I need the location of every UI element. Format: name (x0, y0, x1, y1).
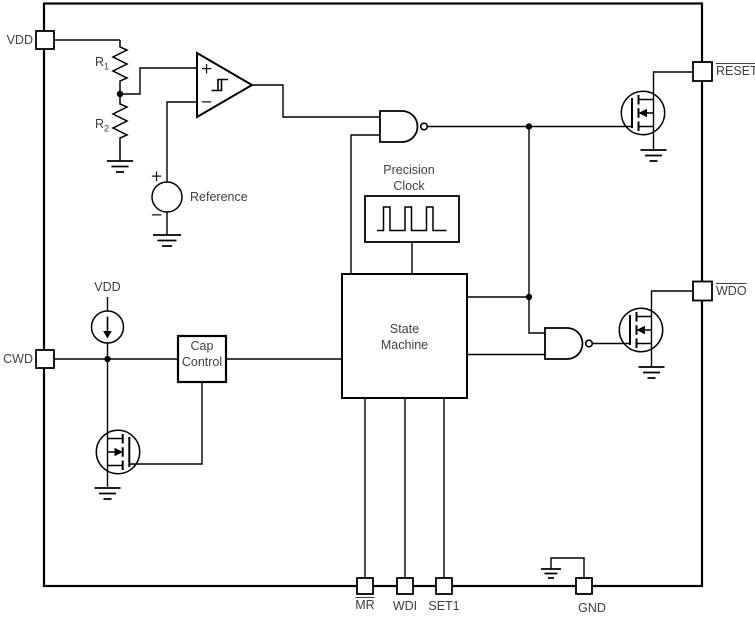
precision-clock-block (364, 195, 460, 243)
resistor-r2 (111, 94, 129, 161)
wire-branch-to-nand2 (528, 126, 545, 334)
body-arrow-icon (638, 108, 647, 118)
wire-divider-to-comparator (120, 67, 197, 95)
nand-body (379, 110, 419, 143)
mosfet-circle (95, 429, 141, 475)
mosfet-circle (620, 90, 666, 136)
cap-control-box (176, 334, 228, 384)
clock-waveform-icon (377, 206, 447, 232)
ground-symbol-icon (640, 149, 667, 162)
r1-label: R1 (95, 55, 110, 72)
wire-fet-gate-to-capcontrol (129, 382, 203, 465)
junction-dots (104, 90, 533, 363)
reset-pin-label: RESET (716, 64, 755, 78)
cap-control-label-line1: Cap (190, 339, 214, 353)
internal-vdd-label: VDD (94, 280, 121, 294)
inverter-bubble-icon (584, 339, 594, 348)
current-source-arrowhead-icon (103, 331, 112, 339)
vdd-pin-label: VDD (6, 33, 33, 47)
nmos-cwd-fet (95, 429, 141, 475)
mosfet-drain-source-bus (650, 290, 692, 367)
set1-pin-label: SET1 (428, 599, 460, 613)
junction-dot (116, 90, 124, 98)
reference-plus-sign: + (150, 167, 163, 185)
junction-dot (525, 123, 533, 130)
nmos-wdo-fet (618, 290, 692, 367)
precision-clock-label-line2: Clock (393, 179, 425, 193)
ground-symbol-icon (107, 160, 133, 173)
cap-control-label-line2: Control (181, 355, 223, 369)
junction-dot (104, 355, 111, 363)
mosfet-taps (107, 437, 123, 467)
pin-cwd (35, 349, 55, 369)
ground-symbol-icon (541, 568, 561, 579)
ground-symbol-icon (94, 487, 121, 500)
reference-minus-sign: − (150, 206, 163, 224)
inverter-bubble-icon (419, 122, 429, 131)
comparator-plus-sign: + (200, 60, 213, 78)
wdo-pin-label: WDO (716, 284, 747, 298)
hysteresis-icon (211, 78, 228, 92)
wire-nand-to-state-machine (350, 134, 380, 274)
gnd-pin-label: GND (578, 601, 606, 615)
wdi-pin-label: WDI (392, 599, 418, 613)
current-source (90, 310, 125, 344)
nand-gate-bottom (544, 327, 594, 360)
precision-clock-label-line1: Precision (383, 163, 435, 177)
pin-wdi (396, 577, 414, 595)
state-machine-label-line1: State (389, 322, 420, 336)
mr-pin-label: MR (355, 598, 375, 612)
body-arrow-icon (636, 325, 645, 335)
junction-dot (525, 293, 533, 301)
cwd-pin-label: CWD (3, 352, 33, 366)
reference-source: + − (150, 167, 183, 235)
pins (35, 30, 713, 595)
pin-reset (692, 61, 713, 82)
body-arrow-icon (114, 447, 123, 457)
comparator-minus-sign: − (200, 93, 213, 111)
mosfet-taps (638, 98, 654, 128)
mosfet-circle (618, 307, 664, 353)
resistor-r1 (111, 40, 129, 94)
wire-comparator-to-nand (252, 84, 380, 118)
mosfet-drain-source-bus (652, 71, 693, 150)
state-machine-box (341, 273, 468, 399)
r2-label: R2 (95, 117, 110, 134)
reference-label: Reference (190, 190, 248, 204)
pin-vdd (35, 30, 55, 50)
comparator: + − (196, 51, 254, 119)
ground-symbol-icon (638, 366, 665, 379)
pin-gnd (575, 577, 593, 595)
ground-symbol-icon (153, 234, 181, 247)
nand-body (544, 327, 584, 360)
nmos-reset-fet (620, 71, 693, 150)
wire-reference-to-comparator (166, 101, 197, 182)
mosfet-taps (636, 315, 652, 345)
nand-gate-top (379, 110, 429, 143)
wire-gnd-pin-to-ground (550, 557, 585, 578)
comparator-triangle (196, 51, 254, 119)
pin-wdo (692, 280, 713, 302)
pin-mr (356, 577, 374, 595)
pin-set1 (435, 577, 453, 595)
state-machine-label-line2: Machine (380, 338, 429, 352)
